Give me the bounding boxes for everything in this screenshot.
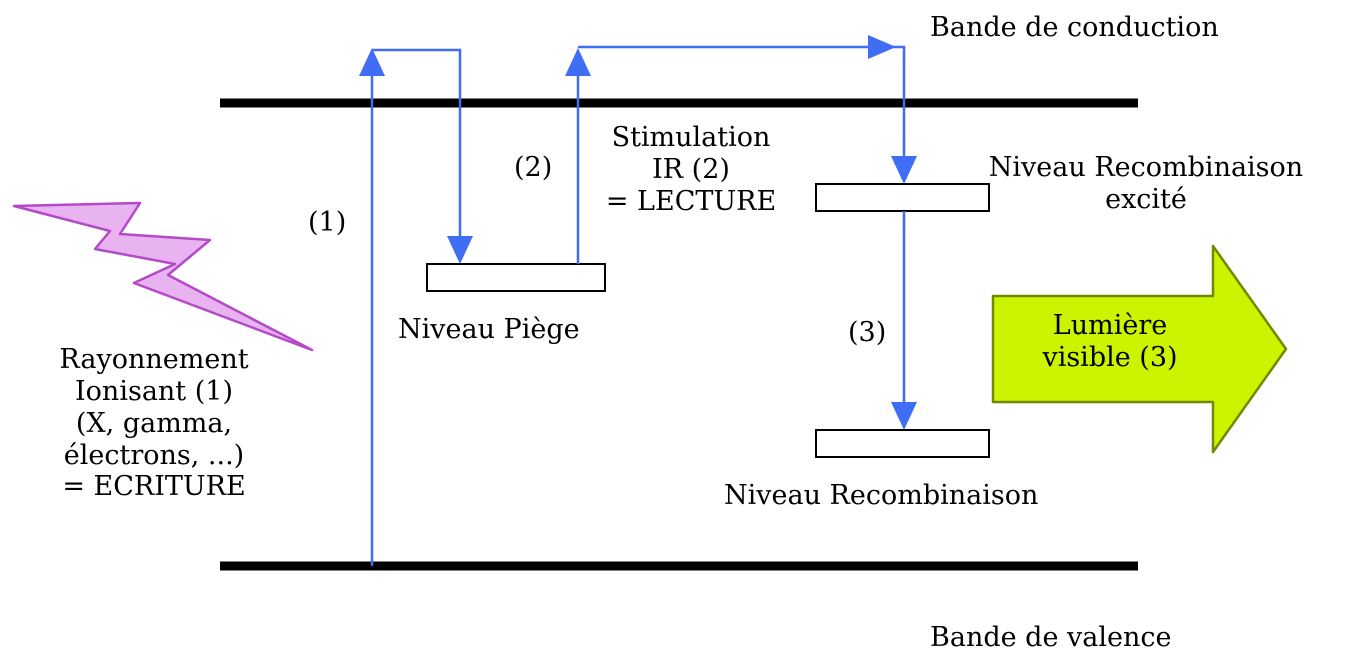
stimulation-line-3: = LECTURE bbox=[605, 185, 777, 217]
step-3-label: (3) bbox=[848, 317, 887, 348]
trap-level-box bbox=[426, 263, 606, 292]
ionizing-line-1: Rayonnement bbox=[59, 344, 249, 375]
recombination-level-label: Niveau Recombinaison bbox=[724, 480, 1039, 511]
conduction-band-label: Bande de conduction bbox=[930, 12, 1219, 43]
excited-recombination-line-2: excité bbox=[1105, 183, 1187, 215]
transition-arrow-1 bbox=[370, 48, 462, 566]
ionizing-radiation-label: Rayonnement Ionisant (1) (X, gamma, élec… bbox=[14, 344, 294, 503]
stimulation-label: Stimulation IR (2) = LECTURE bbox=[581, 122, 801, 218]
arrowhead-down-trap bbox=[447, 236, 473, 264]
valence-band-label: Bande de valence bbox=[930, 622, 1172, 653]
excited-recombination-label: Niveau Recombinaison excité bbox=[950, 152, 1342, 216]
ionizing-line-5: = ECRITURE bbox=[62, 471, 246, 503]
excited-recombination-level-box bbox=[815, 183, 990, 212]
trap-level-label: Niveau Piège bbox=[398, 314, 580, 345]
arrowhead-up-1 bbox=[359, 48, 385, 76]
arrowhead-down-recombination bbox=[891, 402, 917, 430]
stimulation-line-2: IR (2) bbox=[652, 153, 730, 185]
ionizing-line-2: Ionisant (1) bbox=[75, 375, 233, 407]
ionizing-line-4: électrons, ...) bbox=[63, 439, 245, 471]
ionizing-line-3: (X, gamma, bbox=[75, 407, 233, 439]
arrowhead-up-2 bbox=[565, 48, 591, 76]
step-2-label: (2) bbox=[514, 152, 553, 183]
lightning-bolt-icon bbox=[12, 201, 314, 352]
recombination-level-box bbox=[815, 429, 990, 458]
arrowhead-right-2 bbox=[868, 35, 896, 59]
excited-recombination-line-1: Niveau Recombinaison bbox=[988, 152, 1304, 183]
arrowhead-down-excited bbox=[891, 156, 917, 184]
stimulation-line-1: Stimulation bbox=[611, 122, 771, 153]
visible-light-line-1: Lumière bbox=[1052, 310, 1168, 341]
visible-light-line-2: visible (3) bbox=[1042, 341, 1178, 373]
visible-light-label: Lumière visible (3) bbox=[1010, 310, 1210, 374]
step-1-label: (1) bbox=[308, 207, 347, 238]
visible-light-arrow-icon bbox=[991, 244, 1288, 454]
